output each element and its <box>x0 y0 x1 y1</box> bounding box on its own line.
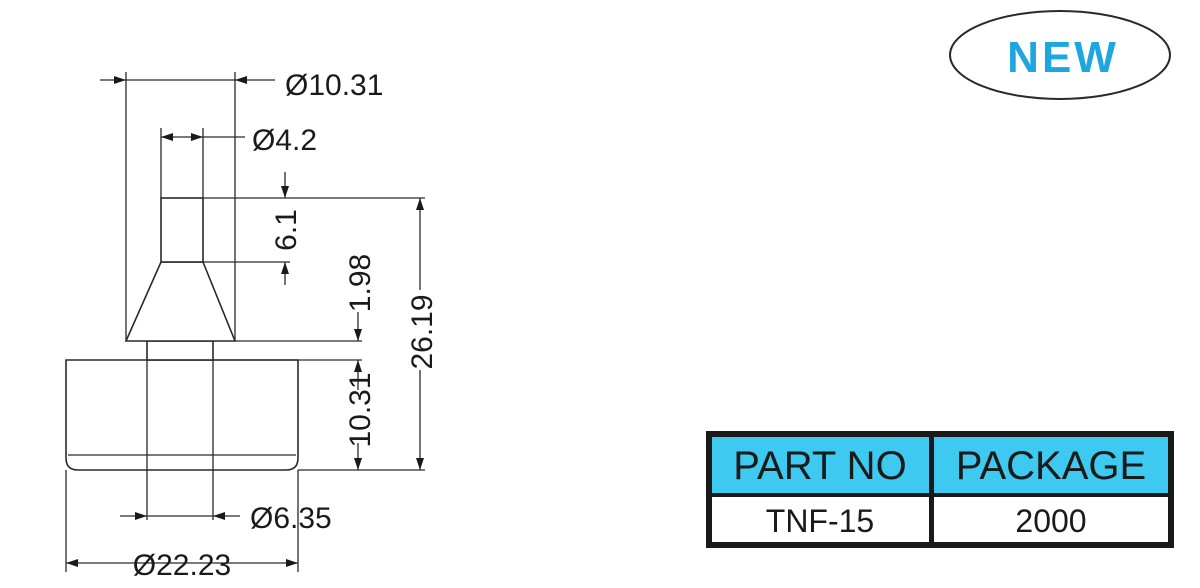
dim-base-height: 10.31 <box>344 372 377 470</box>
cone-body <box>124 261 237 342</box>
table-header-cell <box>712 437 929 493</box>
dim-tip-diameter-label: Ø4.2 <box>252 124 317 157</box>
dim-tip-height-label: 6.1 <box>270 209 303 251</box>
tip-body <box>160 197 204 263</box>
dim-base-diameter-label: Ø22.23 <box>133 549 231 582</box>
dim-base-height-label: 10.31 <box>344 372 377 447</box>
part-table: PART NO PACKAGE TNF-15 2000 <box>706 431 1174 548</box>
table-header-package: PACKAGE <box>956 444 1146 488</box>
dim-top-diameter: Ø10.31 <box>100 69 383 341</box>
new-badge-label: NEW <box>1007 33 1119 82</box>
table-header-part-no: PART NO <box>733 444 906 488</box>
dim-base-diameter: Ø22.23 <box>65 470 299 582</box>
dim-neck-diameter-label: Ø6.35 <box>250 502 332 535</box>
table-body-cell <box>934 497 1168 542</box>
table-cell-package: 2000 <box>1015 503 1086 539</box>
part-outline <box>65 197 299 520</box>
dim-tip-height: 6.1 <box>270 172 303 285</box>
new-badge: NEW <box>949 10 1171 100</box>
neck-body <box>146 340 214 361</box>
table-cell-part-no: TNF-15 <box>766 503 874 539</box>
dim-neck-diameter: Ø6.35 <box>120 502 332 535</box>
base-body <box>65 359 299 471</box>
dim-total-height: 26.19 <box>406 198 439 470</box>
dim-total-height-label: 26.19 <box>406 294 439 369</box>
table-body-cell <box>712 497 929 542</box>
dim-neck-height-label: 1.98 <box>344 254 377 312</box>
dim-top-diameter-label: Ø10.31 <box>285 69 383 102</box>
dim-tip-diameter: Ø4.2 <box>160 124 317 198</box>
dim-neck-height: 1.98 <box>344 254 377 390</box>
table-header-cell <box>934 437 1168 493</box>
